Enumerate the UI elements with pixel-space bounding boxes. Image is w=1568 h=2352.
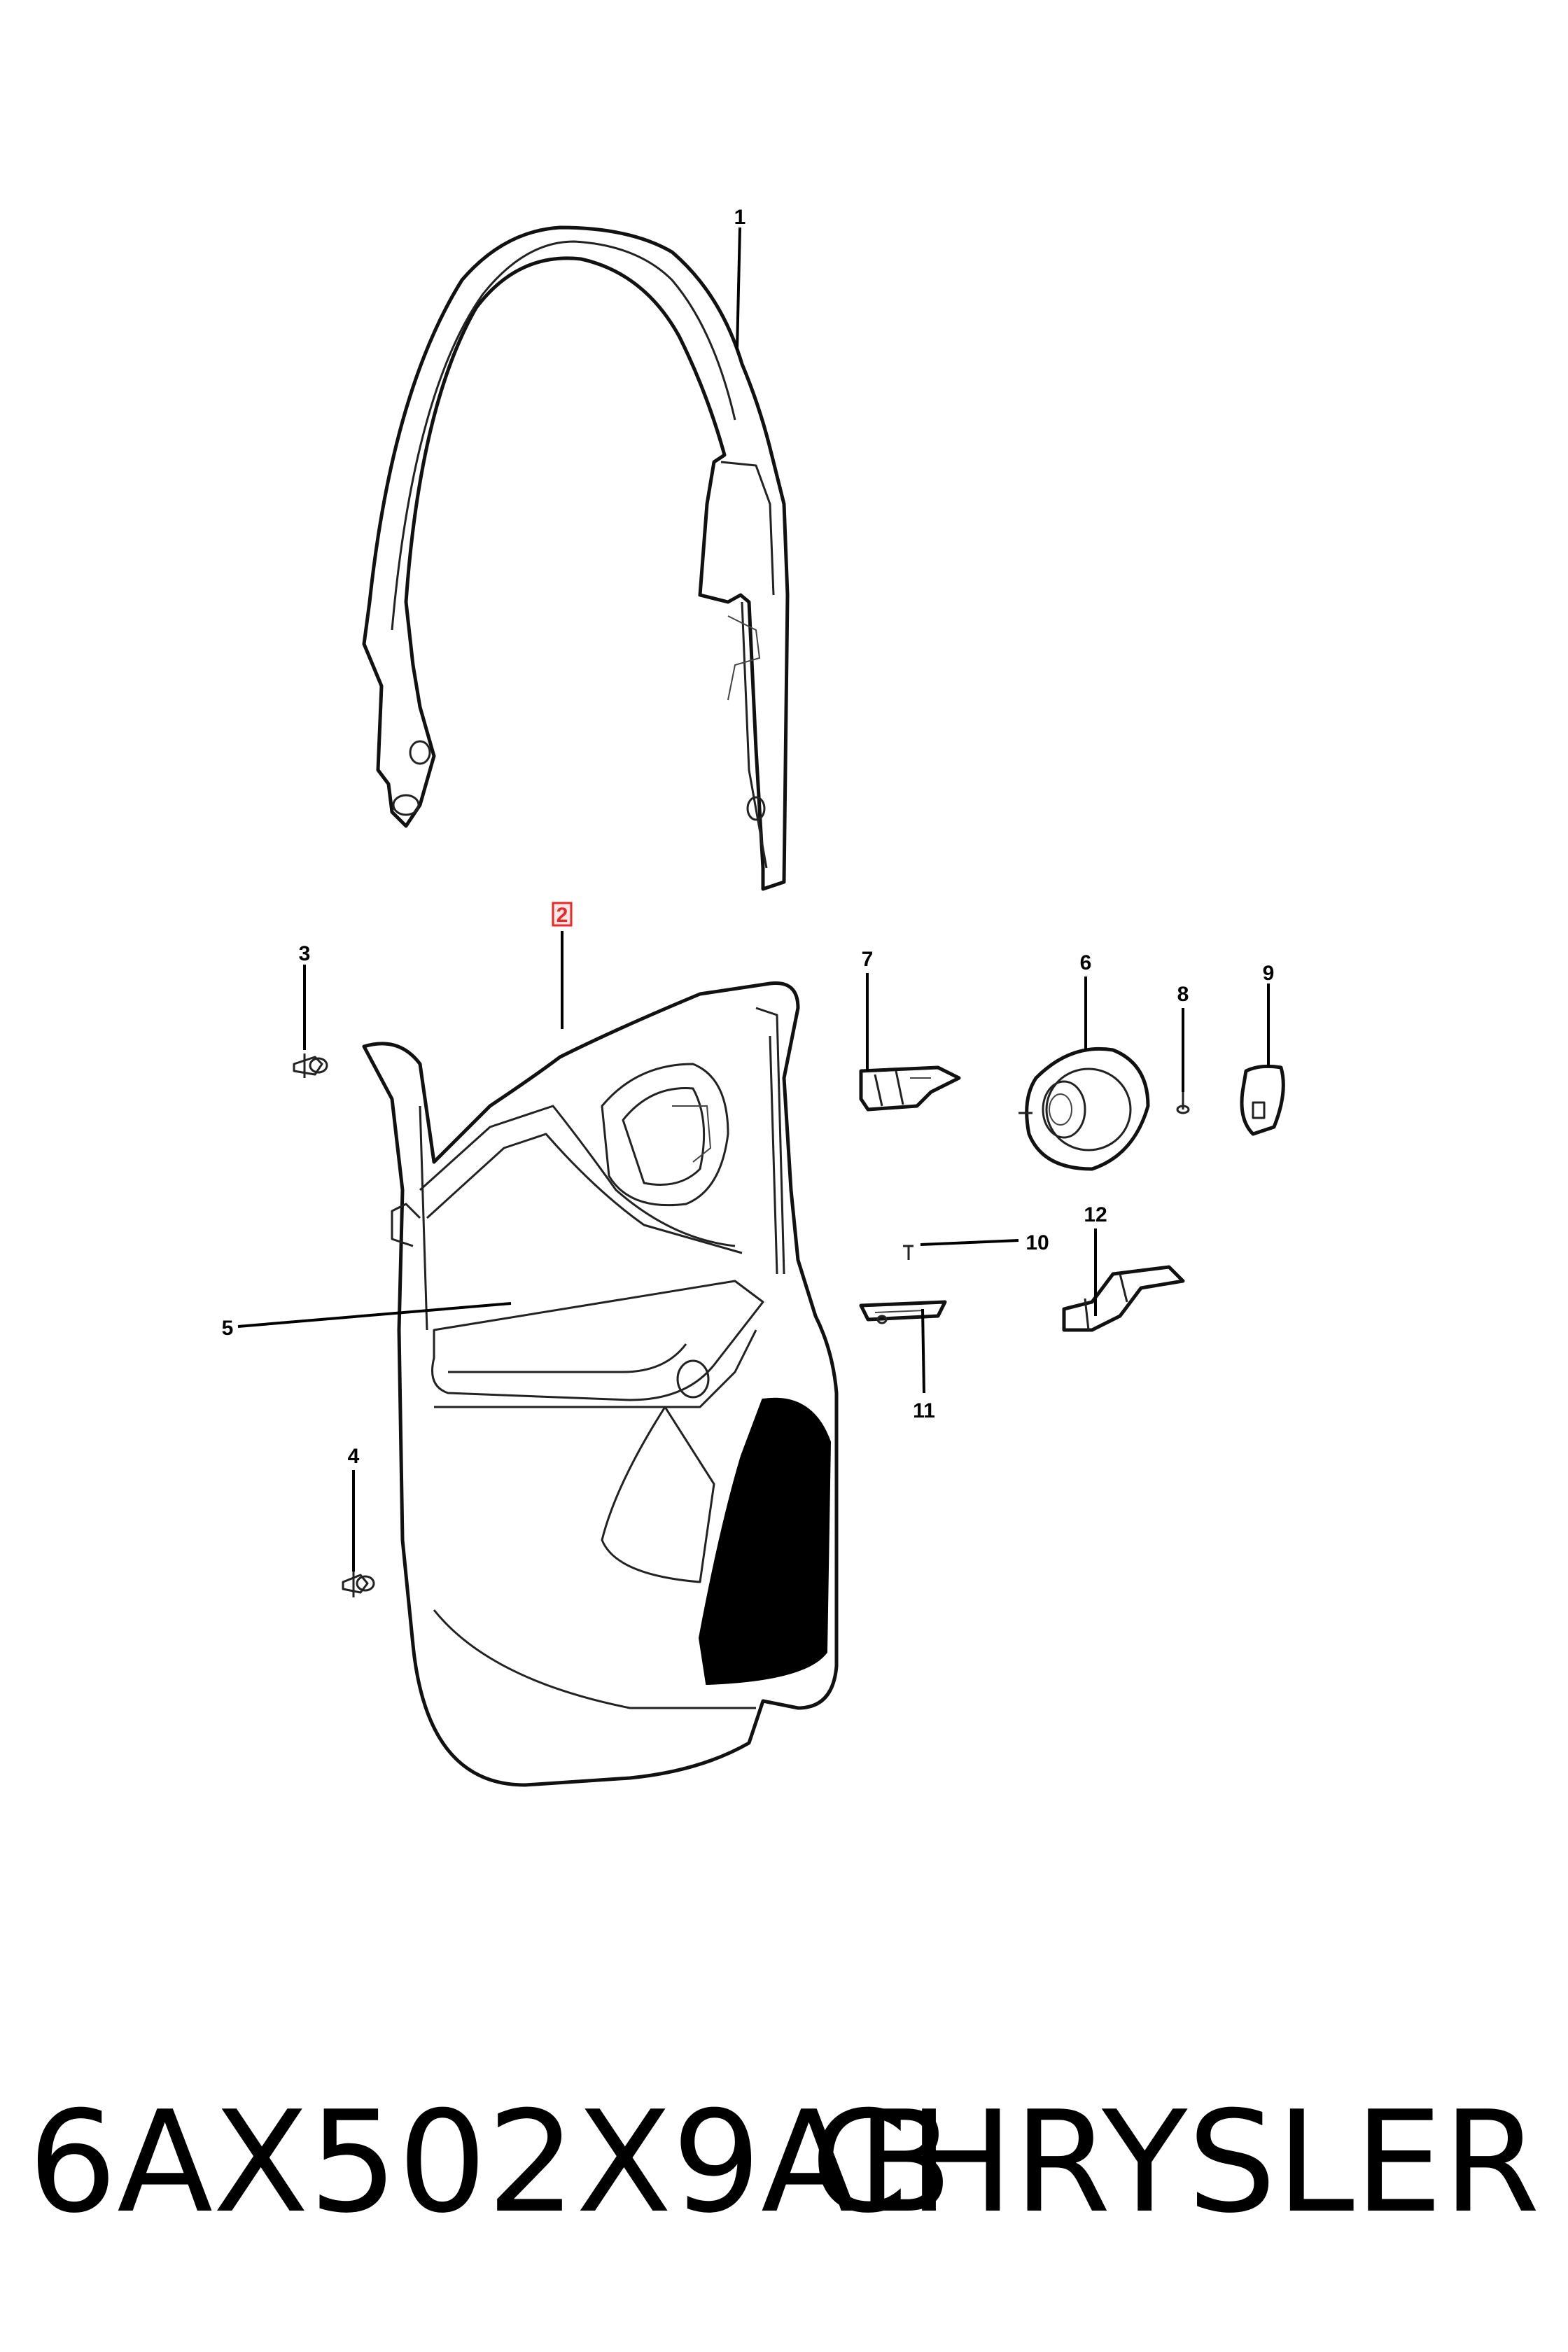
- part-10-screw: [903, 1245, 913, 1260]
- leader-1: [736, 227, 741, 351]
- callout-11: 11: [913, 1399, 935, 1422]
- part-2-door-trim-panel: [362, 981, 839, 1787]
- part-7-switch-bracket: [859, 1065, 961, 1112]
- leader-10: [920, 1239, 1019, 1246]
- callout-3: 3: [299, 942, 311, 965]
- callout-12: 12: [1084, 1203, 1107, 1226]
- callout-5: 5: [222, 1317, 234, 1340]
- part-1-window-frame-molding: [362, 225, 790, 891]
- leader-lines: [237, 227, 1270, 1572]
- part-3-push-pin-fastener: [293, 1054, 328, 1078]
- part-8-screw: [1176, 1092, 1190, 1114]
- callout-4: 4: [348, 1445, 360, 1468]
- part-6-speaker-grille: [1018, 1046, 1150, 1171]
- callout-2: 2: [556, 904, 568, 927]
- part-number: 6AX502X9AB: [28, 2081, 953, 2244]
- callout-8: 8: [1177, 983, 1189, 1006]
- callout-7: 7: [862, 948, 874, 971]
- callout-6: 6: [1080, 951, 1092, 974]
- callout-9: 9: [1263, 962, 1275, 985]
- callout-2-highlight: [552, 902, 573, 927]
- part-11-bezel: [859, 1300, 947, 1324]
- callout-labels: 1 2 3 4 5 6 7 8 9 10 11 12: [222, 206, 1275, 1468]
- footer: 6AX502X9AB CHRYSLER: [0, 2072, 1568, 2254]
- part-12-bracket: [1062, 1265, 1185, 1332]
- leader-5: [237, 1302, 512, 1328]
- callout-10: 10: [1026, 1231, 1049, 1254]
- brand-name: CHRYSLER: [810, 2081, 1540, 2244]
- leader-11: [921, 1308, 925, 1394]
- part-4-push-pin-fastener: [342, 1572, 375, 1597]
- part-9-cover-cap: [1240, 1064, 1285, 1136]
- callout-1: 1: [734, 206, 746, 229]
